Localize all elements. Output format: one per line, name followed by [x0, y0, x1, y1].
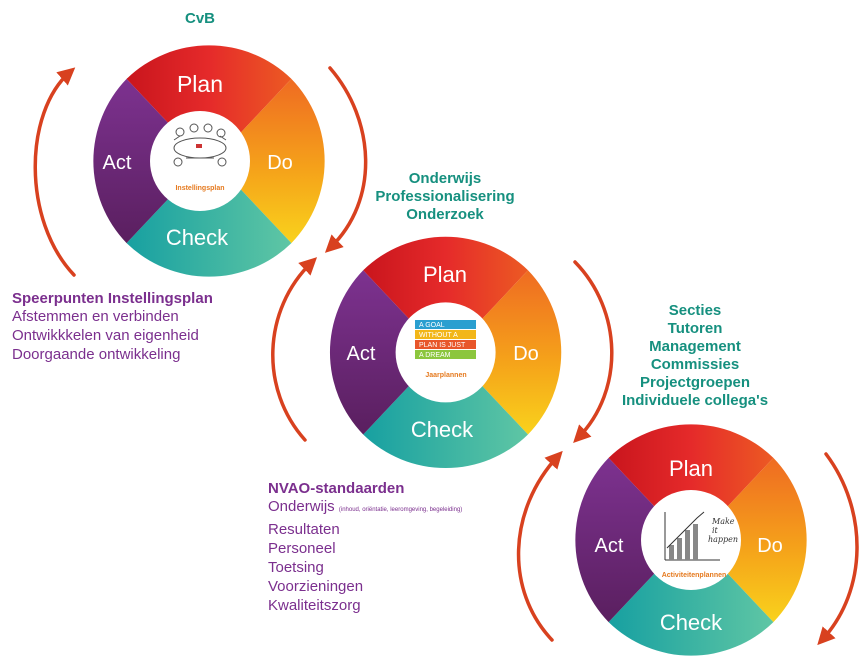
- cycle-3-center: [641, 490, 741, 590]
- cycle-1-act-segment: [93, 78, 193, 244]
- bottom-block-title: NVAO-standaarden: [268, 480, 405, 497]
- left-block-item: Ontwikkkelen van eigenheid: [12, 327, 199, 344]
- cycle-2-do-label: Do: [513, 343, 539, 365]
- cycle-1-center-label: Instellingsplan: [175, 185, 224, 192]
- cycle-2: A GOAL WITHOUT A PLAN IS JUST A DREAM Pl…: [329, 236, 562, 469]
- arrow-left-3: [516, 450, 563, 642]
- cycle-3: Make it happen Plan Do Check Act Activit…: [575, 424, 807, 656]
- cycle-2-center-label: Jaarplannen: [425, 372, 466, 379]
- right-heading: Secties Tutoren Management Commissies Pr…: [600, 302, 790, 410]
- left-block-item: Doorgaande ontwikkeling: [12, 346, 181, 363]
- middle-heading: Onderwijs Professionalisering Onderzoek: [350, 170, 540, 224]
- arrow-left-2: [271, 257, 318, 442]
- right-heading-line: Secties: [668, 302, 722, 319]
- middle-heading-line: Professionalisering: [375, 188, 515, 205]
- left-text-block: Speerpunten Instellingsplan Afstemmen en…: [12, 290, 213, 364]
- left-block-item: Afstemmen en verbinden: [12, 308, 179, 325]
- cycle-3-act-label: Act: [595, 535, 624, 557]
- poster-line-1: A GOAL: [419, 322, 445, 329]
- bottom-block-item: Voorzieningen: [268, 578, 364, 595]
- poster-line-4: A DREAM: [419, 352, 451, 359]
- right-heading-line: Individuele collega's: [621, 392, 769, 409]
- cycle-1-do-segment: [225, 78, 325, 244]
- cycle-3-check-segment: [608, 551, 774, 656]
- cycle-3-check-label: Check: [660, 610, 723, 635]
- cycle-1-act-label: Act: [103, 152, 132, 174]
- left-block-title: Speerpunten Instellingsplan: [12, 290, 213, 307]
- cycle-1-do-label: Do: [267, 152, 293, 174]
- poster-line-3: PLAN IS JUST: [419, 342, 466, 349]
- poster-line-2: WITHOUT A: [419, 332, 458, 339]
- cycle-1-center: [150, 111, 250, 211]
- bottom-block-item-label: Onderwijs: [268, 498, 335, 515]
- right-heading-line: Commissies: [650, 356, 740, 373]
- bottom-block-item: Resultaten: [268, 521, 340, 538]
- bottom-block-item: Personeel: [268, 540, 336, 557]
- cycle-1-plan-segment: [126, 45, 292, 150]
- cycle-arrows: [33, 66, 859, 646]
- right-heading-line: Tutoren: [667, 320, 723, 337]
- cycle-3-plan-label: Plan: [669, 456, 713, 481]
- bottom-block-item: Kwaliteitszorg: [268, 597, 361, 614]
- make-it-happen-chart-icon: Make it happen: [664, 511, 738, 561]
- right-heading-line: Management: [649, 338, 741, 355]
- top-heading: CvB: [184, 10, 215, 27]
- goal-without-plan-poster-icon: A GOAL WITHOUT A PLAN IS JUST A DREAM: [415, 320, 476, 359]
- make-line-1: Make: [711, 517, 735, 526]
- cycle-1-check-label: Check: [166, 225, 229, 250]
- cycle-1: Plan Do Check Act Instellingsplan: [93, 45, 325, 277]
- cycle-2-plan-segment: [363, 236, 528, 341]
- cycle-2-check-label: Check: [411, 417, 474, 442]
- cycle-2-plan-label: Plan: [423, 262, 467, 287]
- make-line-3: happen: [708, 535, 738, 544]
- meeting-sketch-icon: [173, 123, 227, 167]
- cycle-3-do-segment: [707, 457, 807, 623]
- arrow-left-1: [33, 67, 76, 277]
- middle-heading-line: Onderzoek: [406, 206, 484, 223]
- cycle-2-act-label: Act: [347, 343, 376, 365]
- right-heading-line: Projectgroepen: [639, 374, 751, 391]
- cycle-2-check-segment: [363, 364, 528, 469]
- bottom-block-item: Toetsing: [268, 559, 324, 576]
- cycle-1-plan-label: Plan: [177, 71, 223, 97]
- bottom-block-item: Onderwijs (inhoud, oriëntatie, leeromgev…: [268, 497, 462, 520]
- cycle-3-do-label: Do: [757, 535, 783, 557]
- bottom-text-block: NVAO-standaarden Onderwijs (inhoud, orië…: [268, 480, 462, 615]
- cycle-1-check-segment: [126, 172, 292, 277]
- cycle-3-act-segment: [575, 457, 675, 623]
- bottom-block-item-note: (inhoud, oriëntatie, leeromgeving, begel…: [338, 507, 463, 513]
- cycle-3-plan-segment: [608, 424, 774, 529]
- make-line-2: it: [712, 526, 719, 535]
- cycle-3-center-label: Activiteitenplannen: [662, 572, 727, 579]
- cycle-2-do-segment: [461, 270, 562, 435]
- arrow-right-3: [817, 452, 859, 646]
- arrow-right-2: [573, 260, 614, 444]
- cycle-2-act-segment: [329, 270, 430, 435]
- middle-heading-line: Onderwijs: [408, 170, 482, 187]
- arrow-right-1: [324, 66, 368, 253]
